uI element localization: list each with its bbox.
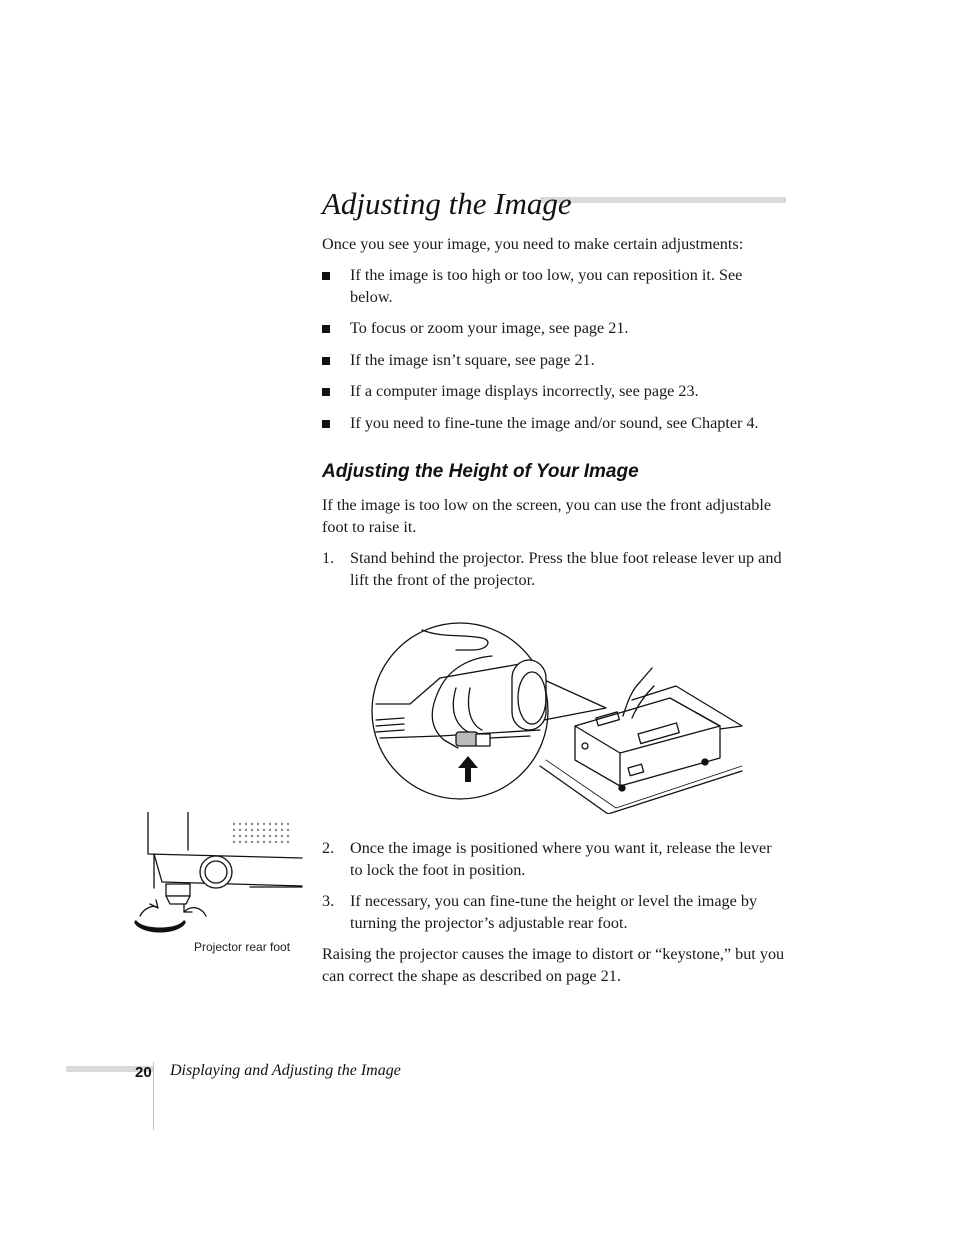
- steps-list-first: 1.Stand behind the projector. Press the …: [322, 548, 786, 601]
- figure-caption: Projector rear foot: [194, 940, 291, 954]
- page-number: 20: [135, 1064, 152, 1081]
- foot-release-illustration: [371, 622, 743, 814]
- steps-list-second: 2.Once the image is positioned where you…: [322, 838, 786, 944]
- square-bullet-icon: [322, 419, 330, 428]
- list-item: If a computer image displays incorrectly…: [322, 381, 786, 403]
- footer-rule: [66, 1066, 154, 1072]
- rear-foot-illustration: [134, 812, 303, 933]
- step-item: 1.Stand behind the projector. Press the …: [322, 549, 782, 589]
- square-bullet-icon: [322, 388, 330, 396]
- closing-paragraph: Raising the projector causes the image t…: [322, 945, 785, 985]
- footer-divider: [153, 1062, 154, 1130]
- square-bullet-icon: [322, 272, 330, 280]
- step-item: 2.Once the image is positioned where you…: [322, 839, 772, 879]
- intro-paragraph: Once you see your image, you need to mak…: [322, 235, 744, 253]
- list-item: If you need to fine-tune the image and/o…: [322, 413, 786, 435]
- page-title: Adjusting the Image: [322, 186, 572, 221]
- adjustment-list: If the image is too high or too low, you…: [322, 265, 786, 444]
- square-bullet-icon: [322, 356, 330, 365]
- title-rule: [540, 197, 786, 203]
- arrow-up-icon: [458, 756, 478, 782]
- list-item: If the image isn’t square, see page 21.: [322, 350, 786, 372]
- square-bullet-icon: [322, 325, 330, 333]
- step-item: 3.If necessary, you can fine-tune the he…: [322, 892, 758, 932]
- list-item: If the image is too high or too low, you…: [322, 265, 786, 308]
- list-item: To focus or zoom your image, see page 21…: [322, 318, 786, 340]
- running-title: Displaying and Adjusting the Image: [170, 1062, 401, 1079]
- section-heading: Adjusting the Height of Your Image: [322, 461, 639, 482]
- section-paragraph: If the image is too low on the screen, y…: [322, 496, 772, 536]
